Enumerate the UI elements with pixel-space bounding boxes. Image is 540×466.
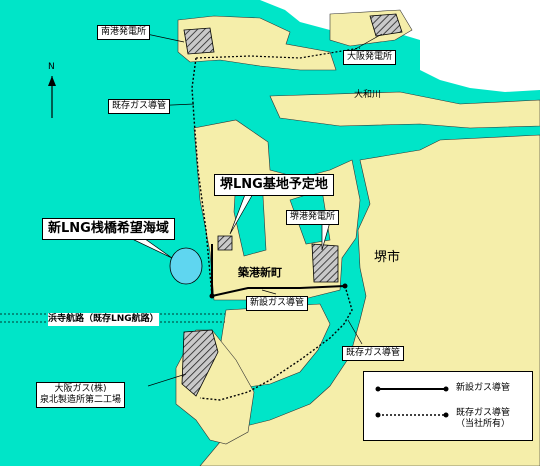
pipe-node-2 [342, 283, 348, 289]
land-nanko [177, 15, 337, 71]
label-osaka-gas-senboku: 大阪ガス(株) 泉北製造所第二工場 [36, 382, 126, 408]
facility-sakai-plant [311, 243, 339, 283]
label-existing-pipe-top: 既存ガス導管 [108, 99, 171, 114]
north-arrow-icon [48, 76, 56, 118]
label-new-lng-pier-area: 新LNG桟橋希望海域 [42, 218, 175, 240]
label-osaka-gas-line1: 大阪ガス(株) [54, 384, 107, 394]
facility-nanko-plant [183, 27, 215, 55]
label-existing-pipe-bottom: 既存ガス導管 [342, 346, 405, 361]
legend-existing-owner: （当社所有） [456, 419, 511, 429]
map-legend: 新設ガス導管 既存ガス導管 （当社所有） [363, 371, 533, 441]
north-arrow: N [46, 62, 58, 118]
legend-existing-pipeline: 既存ガス導管 [456, 408, 511, 418]
label-new-pipe: 新設ガス導管 [246, 296, 309, 311]
facility-osaka-plant [369, 13, 403, 37]
label-osaka-gas-line2: 泉北製造所第二工場 [40, 395, 122, 405]
new-lng-pier-area [169, 247, 203, 285]
label-sakai-city: 堺市 [374, 250, 401, 265]
new-pipeline [211, 244, 346, 298]
label-nanko-plant: 南港発電所 [97, 25, 151, 40]
label-chikko-shinmachi: 築港新町 [238, 266, 282, 279]
existing-pipeline-top [191, 57, 213, 297]
legend-new-pipeline: 新設ガス導管 [456, 383, 511, 393]
label-sakai-plant: 堺港発電所 [286, 210, 340, 225]
legend-new-pipe-line-icon [375, 386, 449, 392]
label-sakai-lng-site: 堺LNG基地予定地 [214, 174, 334, 196]
label-osaka-plant: 大阪発電所 [343, 50, 397, 65]
compass-label: N [48, 62, 55, 72]
facility-sakai-lng-site [217, 235, 233, 251]
pipe-node-1 [209, 293, 215, 299]
legend-existing-pipe-line-icon [375, 412, 449, 418]
label-hamadera-route: 浜寺航路（既存LNG航路） [48, 313, 159, 326]
label-yamato-river: 大和川 [354, 90, 382, 100]
land-right-shore [269, 91, 540, 129]
